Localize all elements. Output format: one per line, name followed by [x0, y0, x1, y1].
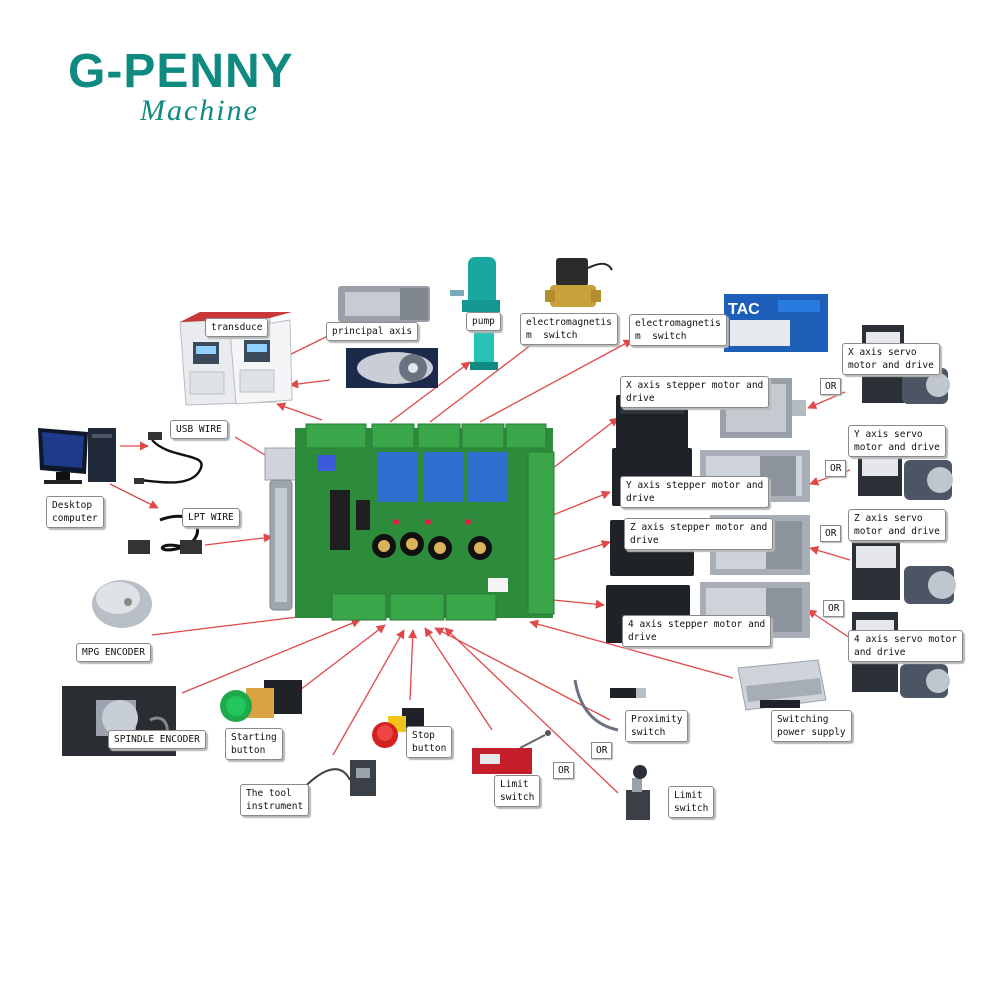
arrow-power-to-board: [529, 619, 734, 679]
label-proximity-switch: Proximity switch: [625, 710, 689, 742]
label-x-stepper: X axis stepper motor and drive: [620, 376, 770, 408]
arrow-start-to-board: [299, 624, 386, 691]
arrow-computer-to-lpt: [109, 483, 159, 509]
arrow-limit1-to-board: [424, 627, 493, 731]
label-lpt-wire: LPT WIRE: [182, 508, 240, 527]
or-badge-proximity: OR: [591, 742, 613, 759]
proximity-switch-image: [573, 679, 646, 732]
or-badge-4: OR: [823, 600, 845, 617]
limit-switch-1-image: [472, 730, 551, 774]
arrow-proximity-to-board: [434, 627, 611, 721]
connection-arrows: [109, 329, 854, 794]
y-servo-image: [858, 450, 953, 500]
label-y-servo: Y axis servo motor and drive: [848, 425, 946, 457]
label-em-switch-1: electromagnetis m switch: [520, 313, 618, 345]
label-x-servo: X axis servo motor and drive: [842, 343, 940, 375]
label-principal-axis: principal axis: [326, 322, 419, 341]
or-badge-x: OR: [820, 378, 842, 395]
label-z-servo: Z axis servo motor and drive: [848, 509, 946, 541]
label-transduce: transduce: [205, 318, 269, 337]
label-mpg-encoder: MPG ENCODER: [76, 643, 151, 662]
arrow-to-em-switch-2: [479, 339, 633, 423]
brand-tagline: Machine: [140, 94, 259, 127]
arrow-stop-to-board: [408, 629, 418, 701]
arrow-tool-to-board: [332, 629, 405, 756]
control-board-image: [264, 423, 555, 621]
label-limit-switch-1: Limit switch: [494, 775, 541, 807]
arrow-to-pump: [389, 361, 471, 423]
label-spindle-encoder: SPINDLE ENCODER: [108, 730, 206, 749]
label-usb-wire: USB WIRE: [170, 420, 228, 439]
desktop-computer-image: [38, 428, 116, 484]
arrow-lpt-to-board: [204, 533, 273, 546]
label-stop-button: Stop button: [406, 726, 453, 758]
power-supply-image: [737, 659, 827, 711]
stop-button-image: [372, 708, 424, 748]
principal-axis-image: [338, 286, 438, 388]
or-badge-y: OR: [825, 460, 847, 477]
z-servo-image: [852, 540, 956, 604]
label-switching-power-supply: Switching power supply: [771, 710, 852, 742]
start-button-image: [220, 680, 302, 722]
arrow-to-4-stepper: [552, 599, 605, 609]
label-z-stepper: Z axis stepper motor and drive: [624, 518, 774, 550]
label-em-switch-2: electromagnetis m switch: [629, 314, 727, 346]
lpt-cable-image: [128, 514, 202, 554]
arrow-to-x-stepper: [552, 417, 619, 469]
label-pump: pump: [466, 312, 501, 331]
arrow-to-z-stepper: [552, 540, 611, 561]
label-4-stepper: 4 axis stepper motor and drive: [622, 615, 772, 647]
mpg-encoder-image: [92, 580, 152, 628]
tac-brand-text: TAC: [728, 301, 760, 318]
limit-switch-2-image: [626, 765, 650, 820]
arrow-to-spindle: [289, 379, 331, 389]
label-desktop-computer: Desktop computer: [46, 496, 104, 528]
brand-logo: G-PENNY: [68, 45, 294, 98]
arrow-to-transducer: [276, 402, 323, 421]
arrow-limit2-to-board: [444, 627, 619, 794]
label-starting-button: Starting button: [225, 728, 283, 760]
usb-cable-image: [134, 432, 203, 484]
or-badge-z: OR: [820, 525, 842, 542]
arrow-to-y-stepper: [552, 490, 611, 516]
transducer-image: [179, 312, 293, 406]
arrow-to-em-switch-1: [429, 331, 549, 423]
or-badge-limit: OR: [553, 762, 575, 779]
label-limit-switch-2: Limit switch: [668, 786, 715, 818]
arrow-spindle-enc-to-board: [181, 618, 361, 694]
tac-valve-image: TAC: [724, 294, 828, 352]
label-y-stepper: Y axis stepper motor and drive: [620, 476, 770, 508]
tool-instrument-image: [299, 760, 376, 796]
arrow-z-servo: [809, 545, 851, 561]
em-valve-image: [545, 258, 613, 307]
label-tool-instrument: The tool instrument: [240, 784, 310, 816]
label-4-servo: 4 axis servo motor and drive: [848, 630, 963, 662]
arrow-4-servo: [807, 609, 854, 641]
